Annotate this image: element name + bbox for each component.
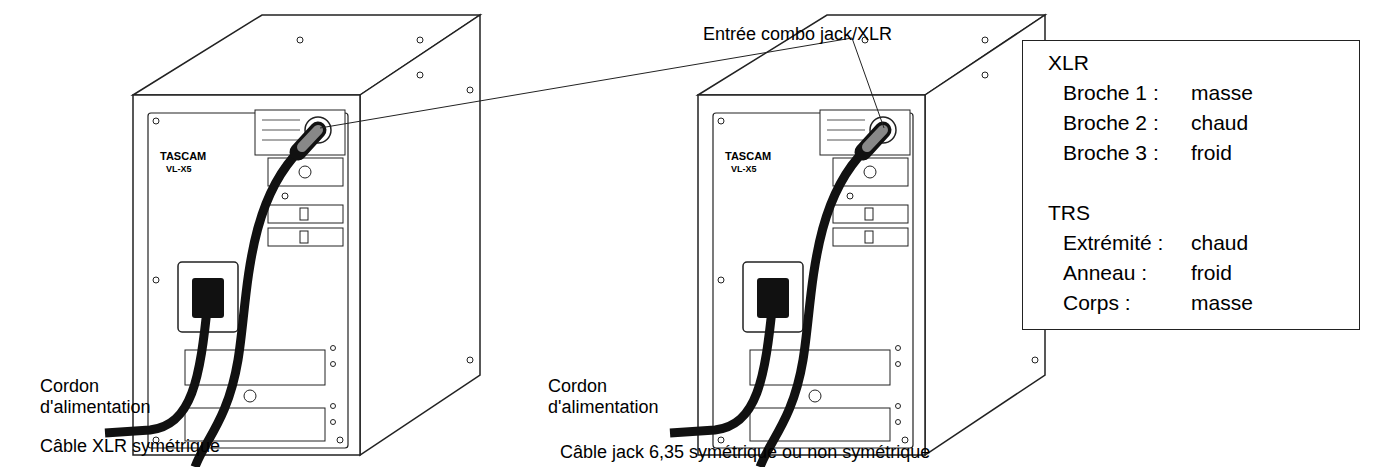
callout-label: Entrée combo jack/XLR — [703, 24, 892, 45]
pinout-text: masse — [1191, 81, 1253, 105]
brand-text: TASCAM — [160, 150, 206, 162]
pinout-box: XLRBroche 1 :masseBroche 2 :chaudBroche … — [1022, 40, 1360, 330]
pinout-text: Broche 1 : — [1063, 81, 1159, 105]
pinout-text: froid — [1191, 261, 1232, 285]
cable-label: Cordon d'alimentation — [40, 376, 175, 418]
brand-text: TASCAM — [725, 150, 771, 162]
pinout-text: XLR — [1048, 51, 1089, 75]
cable-label: Câble XLR symétrique — [40, 436, 220, 457]
cable-label: Câble jack 6,35 symétrique ou non symétr… — [560, 442, 930, 463]
pinout-text: Broche 3 : — [1063, 141, 1159, 165]
model-text: VL-X5 — [166, 164, 192, 174]
model-text: VL-X5 — [731, 164, 757, 174]
pinout-text: masse — [1191, 291, 1253, 315]
pinout-text: Corps : — [1063, 291, 1131, 315]
pinout-text: froid — [1191, 141, 1232, 165]
cable-label: Cordon d'alimentation — [548, 376, 683, 418]
pinout-text: Broche 2 : — [1063, 111, 1159, 135]
pinout-text: Anneau : — [1063, 261, 1147, 285]
pinout-text: TRS — [1048, 201, 1090, 225]
pinout-text: chaud — [1191, 231, 1248, 255]
pinout-text: chaud — [1191, 111, 1248, 135]
pinout-text: Extrémité : — [1063, 231, 1163, 255]
